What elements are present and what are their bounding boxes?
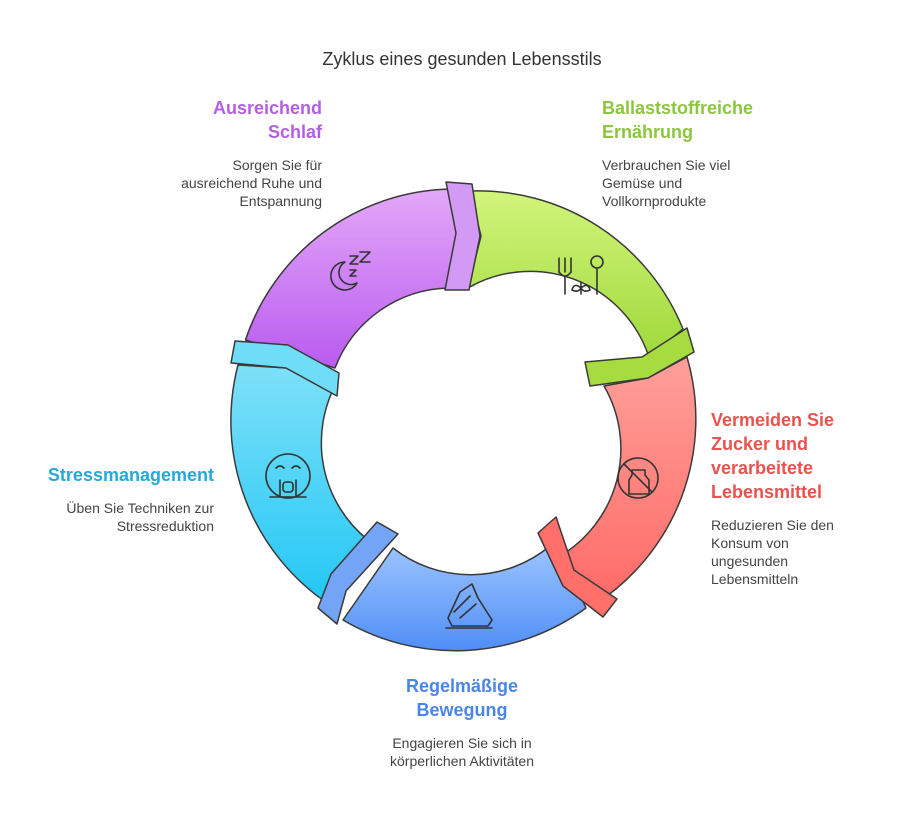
fork-plant-icon [558, 255, 604, 295]
label-exercise: Regelmäßige Bewegung Engagieren Sie sich… [312, 674, 612, 770]
connector-avoid-exercise [537, 516, 618, 618]
heading-sleep: Ausreichend Schlaf [212, 98, 322, 142]
label-avoid: Vermeiden Sie Zucker und verarbeitete Le… [711, 408, 911, 588]
heading-nutrition: Ballaststoffreiche Ernährung [602, 98, 754, 142]
heading-exercise: Regelmäßige Bewegung [405, 676, 519, 720]
desc-avoid: Reduzieren Sie den Konsum von ungesunden… [711, 517, 834, 587]
desc-nutrition: Verbrauchen Sie viel Gemüse und Vollkorn… [602, 157, 731, 209]
connector-stress-sleep [230, 340, 340, 397]
heading-avoid: Vermeiden Sie Zucker und verarbeitete Le… [711, 410, 835, 502]
segment-avoid-arc [559, 356, 697, 606]
sleep-icon [330, 251, 371, 291]
sneaker-icon [445, 583, 493, 629]
connector-exercise-stress [317, 521, 399, 625]
segment-stress-arc [230, 364, 369, 606]
heading-stress: Stressmanagement [47, 465, 214, 485]
label-sleep: Ausreichend Schlaf Sorgen Sie für ausrei… [62, 96, 322, 210]
desc-sleep: Sorgen Sie für ausreichend Ruhe und Ents… [181, 157, 322, 209]
stressed-face-icon [265, 453, 311, 499]
connector-sleep-nutrition [444, 181, 481, 291]
segment-sleep-arc [244, 188, 461, 369]
no-processed-food-icon [617, 457, 659, 499]
label-stress: Stressmanagement Üben Sie Techniken zur … [14, 463, 214, 535]
label-nutrition: Ballaststoffreiche Ernährung Verbrauchen… [602, 96, 862, 210]
connector-nutrition-avoid [584, 327, 695, 387]
desc-exercise: Engagieren Sie sich in körperlichen Akti… [390, 735, 534, 769]
segment-nutrition-arc [467, 190, 684, 358]
segment-exercise-arc [342, 545, 587, 652]
diagram-title: Zyklus eines gesunden Lebensstils [322, 49, 602, 69]
desc-stress: Üben Sie Techniken zur Stressreduktion [66, 500, 214, 534]
